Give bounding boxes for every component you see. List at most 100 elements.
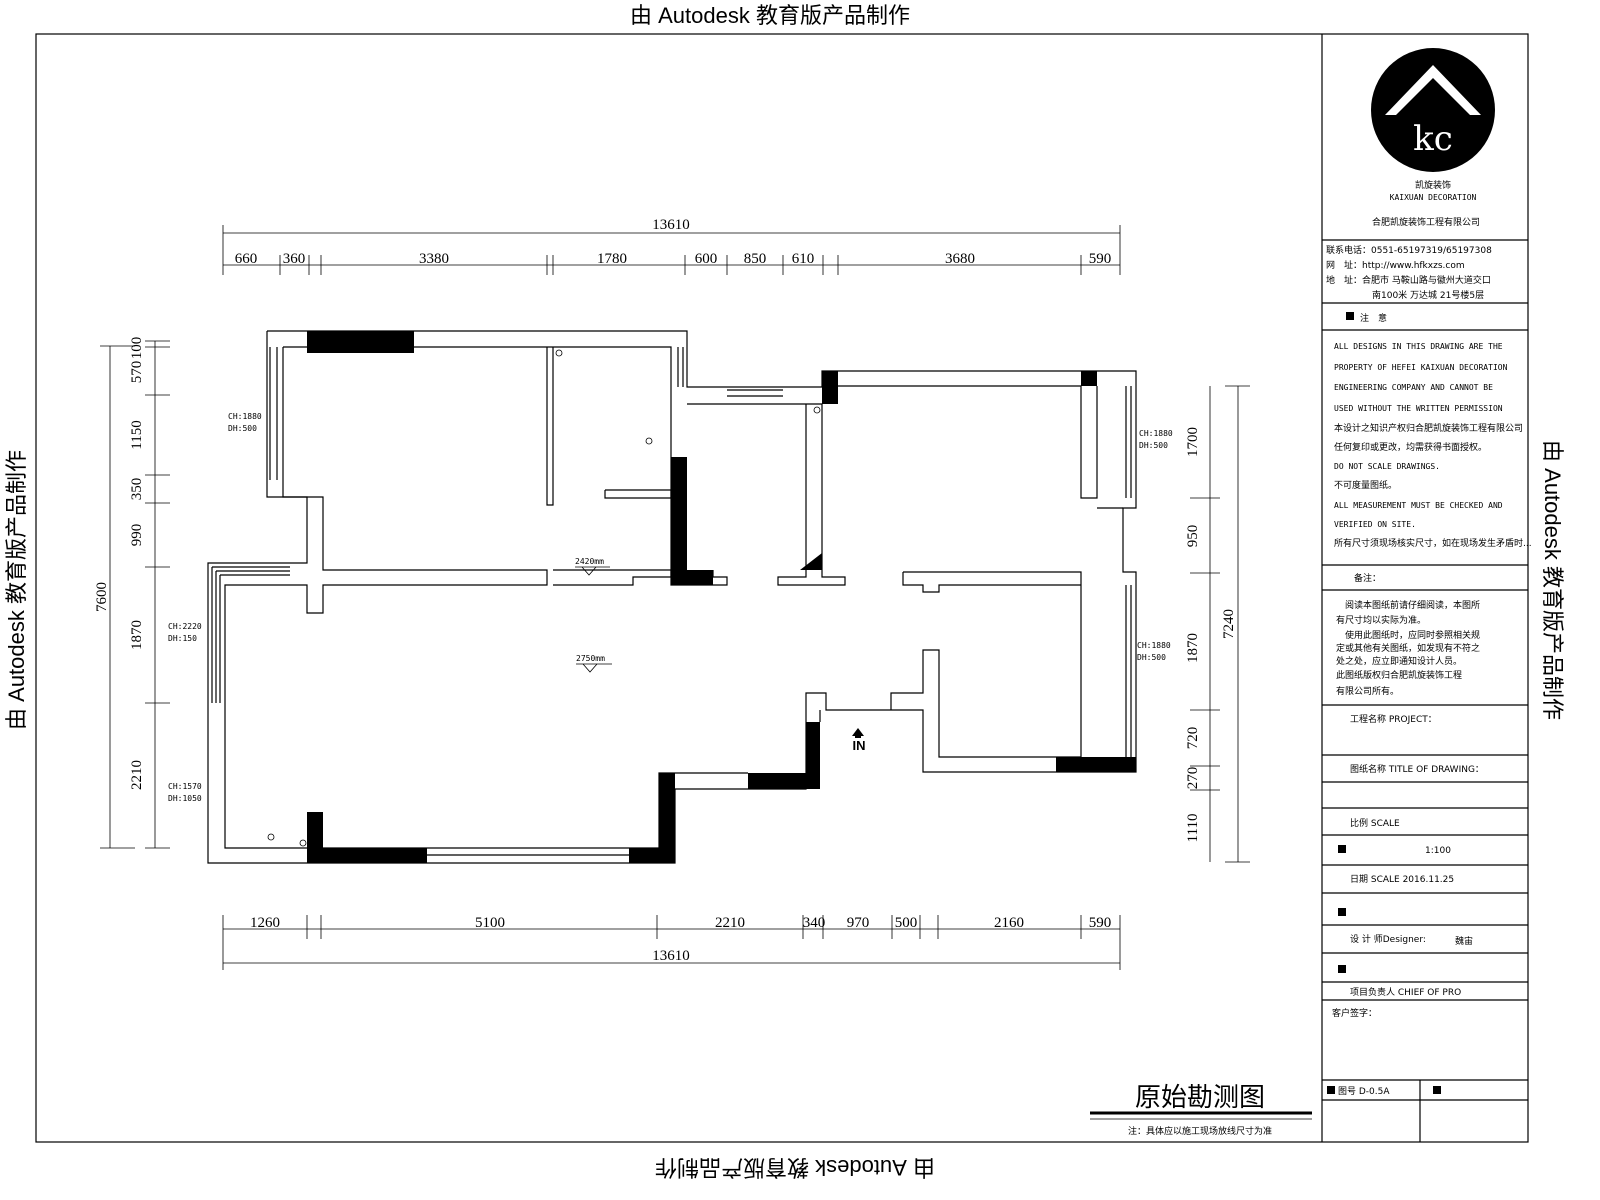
- svg-text:590: 590: [1089, 915, 1112, 931]
- svg-text:ALL DESIGNS IN THIS DRAWING AR: ALL DESIGNS IN THIS DRAWING ARE THE: [1334, 342, 1503, 351]
- svg-text:2750mm: 2750mm: [576, 654, 605, 663]
- svg-text:950: 950: [1185, 525, 1201, 548]
- notice-lines: ALL DESIGNS IN THIS DRAWING ARE THE PROP…: [1334, 342, 1532, 549]
- remarks-lines: 阅读本图纸前请仔细阅读，本图所 有尺寸均以实际为准。 使用此图纸时，应同时参照相…: [1336, 599, 1480, 697]
- svg-text:1870: 1870: [1185, 633, 1201, 663]
- svg-text:此图纸版权归合肥凯旋装饰工程: 此图纸版权归合肥凯旋装饰工程: [1336, 669, 1462, 681]
- remarks-header: 备注：: [1354, 572, 1381, 584]
- svg-text:DH:500: DH:500: [1139, 441, 1168, 450]
- svg-text:CH:1880: CH:1880: [1137, 641, 1171, 650]
- entrance-marker: IN: [852, 728, 866, 753]
- svg-text:CH:1880: CH:1880: [228, 412, 262, 421]
- svg-text:1780: 1780: [597, 251, 627, 267]
- dimension-labels: 13610 660 360 3380 1780 600 850 610 3680…: [94, 217, 1237, 964]
- company-logo: kc 凯旋装饰 KAIXUAN DECORATION: [1371, 48, 1495, 202]
- svg-text:处之处，应立即通知设计人员。: 处之处，应立即通知设计人员。: [1336, 655, 1462, 667]
- svg-text:990: 990: [129, 524, 145, 547]
- fixtures: [267, 349, 821, 847]
- svg-text:850: 850: [744, 251, 767, 267]
- company-name: 合肥凯旋装饰工程有限公司: [1372, 216, 1480, 228]
- svg-text:1150: 1150: [129, 420, 145, 449]
- svg-text:970: 970: [847, 915, 870, 931]
- drawing-frame: [35, 33, 1529, 1143]
- svg-text:本设计之知识产权归合肥凯旋装饰工程有限公司: 本设计之知识产权归合肥凯旋装饰工程有限公司: [1334, 422, 1523, 434]
- svg-text:DH:150: DH:150: [168, 634, 197, 643]
- svg-text:2210: 2210: [129, 760, 145, 790]
- svg-text:340: 340: [803, 915, 826, 931]
- svg-text:VERIFIED ON SITE.: VERIFIED ON SITE.: [1334, 520, 1416, 529]
- svg-text:ALL MEASUREMENT MUST BE CHECKE: ALL MEASUREMENT MUST BE CHECKED AND: [1334, 501, 1503, 510]
- svg-text:1700: 1700: [1185, 427, 1201, 457]
- svg-text:2210: 2210: [715, 915, 745, 931]
- scale-value: 1:100: [1425, 846, 1451, 856]
- client-sign-label: 客户签字：: [1332, 1007, 1377, 1019]
- address-line-2: 南100米 万达城 21号楼5层: [1372, 289, 1484, 301]
- svg-text:7240: 7240: [1221, 609, 1237, 639]
- svg-text:2420mm: 2420mm: [575, 557, 604, 566]
- svg-text:有尺寸均以实际为准。: 有尺寸均以实际为准。: [1336, 614, 1426, 626]
- svg-text:720: 720: [1185, 727, 1201, 750]
- svg-text:所有尺寸须现场核实尺寸，如在现场发生矛盾时...: 所有尺寸须现场核实尺寸，如在现场发生矛盾时...: [1334, 537, 1532, 549]
- svg-text:610: 610: [792, 251, 815, 267]
- svg-text:1260: 1260: [250, 915, 280, 931]
- watermark-left: 由 Autodesk 教育版产品制作: [4, 450, 29, 730]
- scale-label: 比例 SCALE: [1350, 817, 1400, 829]
- svg-text:270: 270: [1185, 767, 1201, 790]
- svg-text:2160: 2160: [994, 915, 1024, 931]
- svg-text:使用此图纸时，应同时参照相关规: 使用此图纸时，应同时参照相关规: [1336, 629, 1480, 641]
- svg-text:定或其他有关图纸，如发现有不符之: 定或其他有关图纸，如发现有不符之: [1336, 642, 1480, 654]
- notice-header: 注 意: [1360, 312, 1387, 324]
- svg-text:1870: 1870: [129, 620, 145, 650]
- svg-text:5100: 5100: [475, 915, 505, 931]
- drawing-title-label: 图纸名称 TITLE OF DRAWING：: [1350, 763, 1484, 775]
- svg-text:350: 350: [129, 478, 145, 501]
- svg-text:kc: kc: [1413, 119, 1453, 159]
- svg-text:USED WITHOUT THE WRITTEN PERMI: USED WITHOUT THE WRITTEN PERMISSION: [1334, 404, 1503, 413]
- floor-plan-solid-walls: [307, 331, 1136, 863]
- drawing-note: 注：具体应以施工现场放线尺寸为准: [1128, 1125, 1272, 1137]
- svg-text:7600: 7600: [94, 582, 110, 612]
- svg-text:不可度量图纸。: 不可度量图纸。: [1334, 479, 1397, 491]
- svg-text:DH:1050: DH:1050: [168, 794, 202, 803]
- svg-text:600: 600: [695, 251, 718, 267]
- svg-text:IN: IN: [853, 738, 866, 753]
- drawing-number: 图号 D-0.5A: [1338, 1086, 1390, 1097]
- svg-text:有限公司所有。: 有限公司所有。: [1336, 685, 1399, 697]
- chief-label: 项目负责人 CHIEF OF PRO: [1350, 986, 1461, 998]
- svg-text:100: 100: [129, 337, 145, 360]
- ceiling-level-markers: 2420mm 2750mm: [575, 557, 612, 673]
- svg-text:ENGINEERING COMPANY AND CANNOT: ENGINEERING COMPANY AND CANNOT BE: [1334, 383, 1493, 392]
- watermark-right: 由 Autodesk 教育版产品制作: [1540, 440, 1565, 720]
- svg-text:阅读本图纸前请仔细阅读，本图所: 阅读本图纸前请仔细阅读，本图所: [1336, 599, 1480, 611]
- svg-text:CH:2220: CH:2220: [168, 622, 202, 631]
- svg-text:DH:500: DH:500: [1137, 653, 1166, 662]
- svg-text:13610: 13610: [652, 948, 690, 964]
- svg-text:DH:500: DH:500: [228, 424, 257, 433]
- svg-text:13610: 13610: [652, 217, 690, 233]
- address-line-1: 地 址：合肥市 马鞍山路与徽州大道交口: [1326, 274, 1491, 286]
- svg-text:570: 570: [129, 361, 145, 384]
- watermark-bottom: 由 Autodesk 教育版产品制作: [655, 1155, 935, 1180]
- svg-text:3680: 3680: [945, 251, 975, 267]
- entrance-arrow-icon: [852, 728, 864, 736]
- watermark-top: 由 Autodesk 教育版产品制作: [630, 3, 910, 28]
- website: 网 址：http://www.hfkxzs.com: [1326, 259, 1465, 271]
- contact-phone: 联系电话：0551-65197319/65197308: [1326, 244, 1492, 256]
- designer-label: 设 计 师Designer:: [1350, 933, 1426, 945]
- project-label: 工程名称 PROJECT：: [1350, 713, 1437, 725]
- title-block-grid: [1322, 239, 1528, 1142]
- svg-text:3380: 3380: [419, 251, 449, 267]
- svg-text:590: 590: [1089, 251, 1112, 267]
- svg-text:CH:1570: CH:1570: [168, 782, 202, 791]
- svg-text:360: 360: [283, 251, 306, 267]
- svg-text:DO NOT SCALE DRAWINGS.: DO NOT SCALE DRAWINGS.: [1334, 462, 1440, 471]
- dimension-lines: [100, 225, 1250, 970]
- designer-name: 魏宙: [1455, 935, 1473, 947]
- drawing-title: 原始勘测图: [1135, 1083, 1265, 1113]
- logo-subtext: KAIXUAN DECORATION: [1390, 193, 1477, 202]
- svg-text:500: 500: [895, 915, 918, 931]
- svg-text:1110: 1110: [1185, 814, 1201, 843]
- svg-text:CH:1880: CH:1880: [1139, 429, 1173, 438]
